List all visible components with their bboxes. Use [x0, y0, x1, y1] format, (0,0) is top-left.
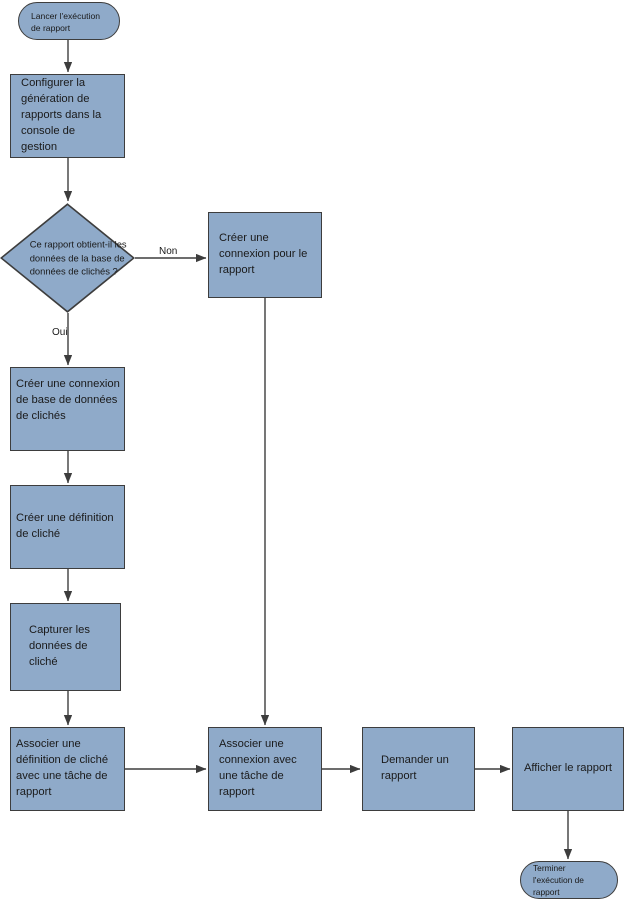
edge-label-non: Non — [159, 246, 178, 257]
node-configure-report-generation-label: Configurer la génération de rapports dan… — [21, 77, 102, 153]
node-create-connection-for-report-label: Créer une connexion pour le rapport — [219, 232, 308, 276]
node-associate-connection-with-task-label: Associer une connexion avec une tâche de… — [219, 738, 297, 798]
node-request-report[interactable]: Demander un rapport — [362, 727, 475, 811]
node-decision-snapshot-database[interactable]: Ce rapport obtient-il les données de la … — [0, 203, 135, 313]
node-decision-snapshot-database-label: Ce rapport obtient-il les données de la … — [29, 238, 127, 277]
node-capture-snapshot-data-label: Capturer les données de cliché — [29, 624, 90, 668]
node-associate-definition-with-task[interactable]: Associer une définition de cliché avec u… — [10, 727, 125, 811]
node-end[interactable]: Terminer l'exécution de rapport — [520, 861, 618, 899]
node-end-label: Terminer l'exécution de rapport — [533, 862, 584, 898]
edge-label-oui: Oui — [52, 327, 68, 338]
node-display-report[interactable]: Afficher le rapport — [512, 727, 624, 811]
diamond-shape — [0, 203, 135, 313]
node-start[interactable]: Lancer l'exécution de rapport — [18, 2, 120, 40]
node-request-report-label: Demander un rapport — [381, 754, 449, 782]
node-create-snapshot-db-connection-label: Créer une connexion de base de données d… — [16, 378, 120, 422]
node-configure-report-generation[interactable]: Configurer la génération de rapports dan… — [10, 74, 125, 158]
node-create-snapshot-definition-label: Créer une définition de cliché — [16, 512, 114, 540]
node-associate-definition-with-task-label: Associer une définition de cliché avec u… — [16, 738, 109, 798]
node-create-snapshot-db-connection[interactable]: Créer une connexion de base de données d… — [10, 367, 125, 451]
node-associate-connection-with-task[interactable]: Associer une connexion avec une tâche de… — [208, 727, 322, 811]
node-display-report-label: Afficher le rapport — [523, 762, 613, 775]
node-create-snapshot-definition[interactable]: Créer une définition de cliché — [10, 485, 125, 569]
node-capture-snapshot-data[interactable]: Capturer les données de cliché — [10, 603, 121, 691]
node-create-connection-for-report[interactable]: Créer une connexion pour le rapport — [208, 212, 322, 298]
node-start-label: Lancer l'exécution de rapport — [31, 11, 101, 34]
